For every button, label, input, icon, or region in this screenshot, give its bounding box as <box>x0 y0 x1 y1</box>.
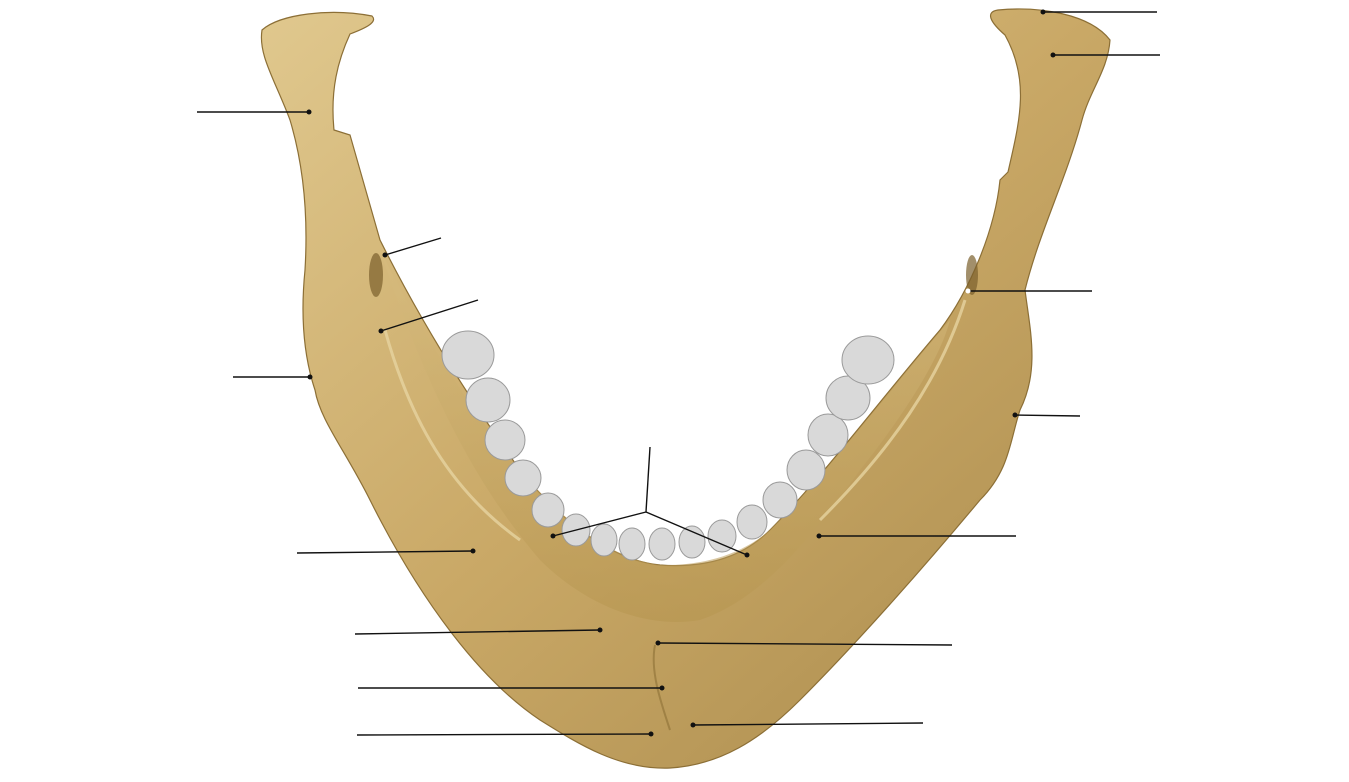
leader-line-alveolar-stem <box>645 446 651 513</box>
leader-lines <box>197 9 1160 737</box>
leader-line-digastric-fossa-left <box>356 733 652 736</box>
leader-line-alveolar-left <box>552 511 647 537</box>
genial-ridge <box>652 644 671 731</box>
mandibular-foramen-left <box>369 253 383 297</box>
leader-line-submandibular-fossa-left <box>296 550 474 554</box>
leader-line-sublingual-fossa-left <box>354 629 601 635</box>
mylohyoid-line-right <box>818 299 967 522</box>
leader-line-lingula-left <box>384 237 442 256</box>
leader-line-mylohyoid-groove-left <box>380 299 479 332</box>
mylohyoid-line-left <box>383 329 521 542</box>
mandibular-foramen-right <box>966 255 978 295</box>
leader-line-angle-right <box>1014 414 1081 417</box>
lower-teeth <box>441 330 895 561</box>
lingual-surface <box>380 250 950 622</box>
leader-line-lingual-foramen-right <box>657 642 953 646</box>
leader-line-digastric-fossa-right <box>692 722 924 726</box>
mandible-body <box>260 8 1111 769</box>
leader-line-alveolar-right <box>645 511 748 556</box>
